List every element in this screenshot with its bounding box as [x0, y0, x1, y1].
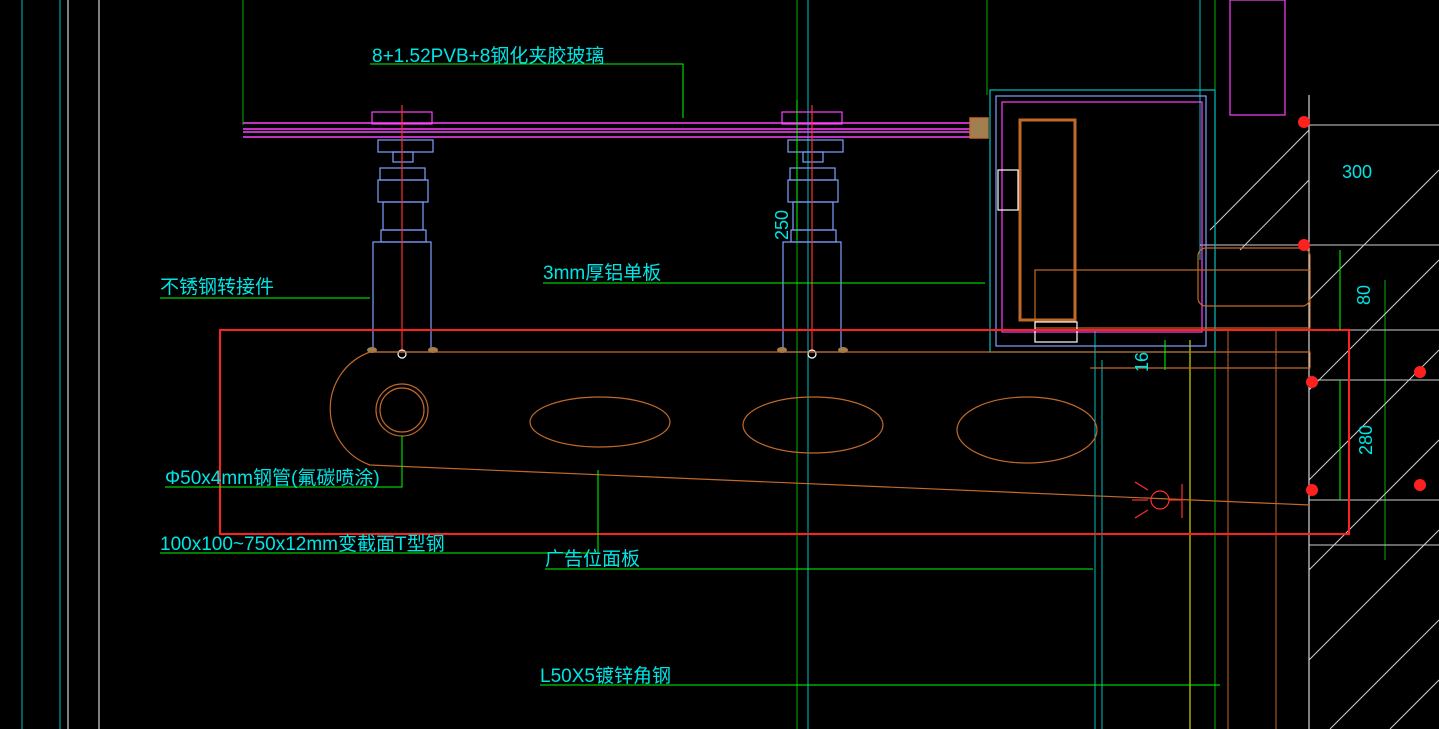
- dimension-300: 300: [1342, 162, 1372, 182]
- label-angle: L50X5镀锌角钢: [540, 665, 671, 687]
- leader-lines: [160, 63, 1341, 686]
- t-steel-bracket[interactable]: [329, 351, 1311, 506]
- label-glass: 8+1.52PVB+8钢化夹胶玻璃: [372, 45, 604, 67]
- laminated-glass[interactable]: [243, 117, 989, 139]
- label-pipe: Φ50x4mm钢管(氟碳喷涂): [165, 467, 380, 489]
- construction-lines: [242, 0, 1386, 729]
- anchor-points: [1298, 116, 1426, 496]
- label-ad-panel: 广告位面板: [545, 548, 640, 570]
- dimension-80: 80: [1354, 285, 1374, 305]
- aluminum-panel-box[interactable]: [989, 0, 1311, 353]
- label-connector: 不锈钢转接件: [160, 276, 274, 298]
- left-frame-lines: [21, 0, 100, 729]
- dimension-280: 280: [1356, 425, 1376, 455]
- label-aluminum: 3mm厚铝单板: [543, 262, 661, 284]
- light-fixture-icon: [1132, 481, 1183, 519]
- spider-fitting-left[interactable]: [367, 105, 438, 359]
- dimension-250: 250: [772, 210, 792, 240]
- spider-fitting-right[interactable]: [777, 105, 848, 359]
- label-tsteel: 100x100~750x12mm变截面T型钢: [160, 533, 445, 555]
- highlight-box[interactable]: [219, 329, 1350, 535]
- dimension-16: 16: [1132, 352, 1152, 372]
- wall-hatch: [1200, 124, 1439, 729]
